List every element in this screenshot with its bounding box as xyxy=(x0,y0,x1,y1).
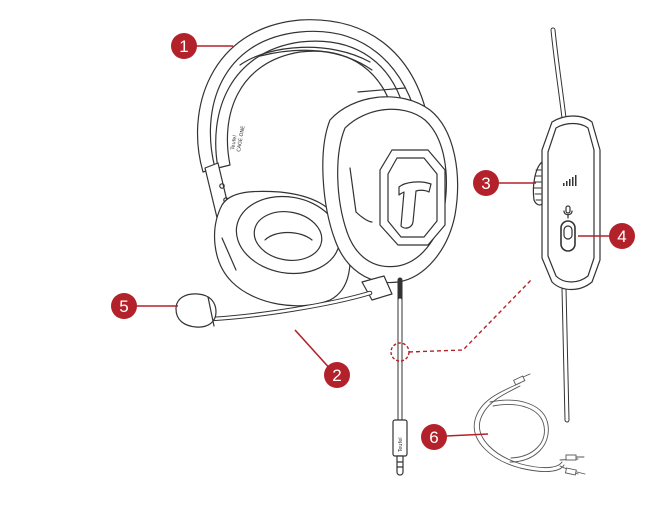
volume-bars-icon xyxy=(563,175,577,186)
callout-4-badge xyxy=(609,223,635,249)
callout-4-number: 4 xyxy=(617,227,626,246)
callout-4: 4 xyxy=(609,223,635,249)
callout-6-badge xyxy=(421,424,447,450)
callout-5: 5 xyxy=(111,293,137,319)
callout-5-badge xyxy=(111,293,137,319)
remote-body xyxy=(541,115,601,291)
callout-lines xyxy=(132,45,610,437)
callout-6: 6 xyxy=(421,424,447,450)
callout-2: 2 xyxy=(324,362,350,388)
splitter-top-connector xyxy=(513,375,526,386)
callout-2-number: 2 xyxy=(332,366,341,385)
headset: Teufel CAGE ONE Teufel xyxy=(175,19,459,476)
callout-1-number: 1 xyxy=(179,37,188,56)
inline-remote xyxy=(532,27,601,423)
microphone-icon xyxy=(563,205,573,219)
cable-detail-indicator xyxy=(390,278,533,362)
headset-model-print: CAGE ONE xyxy=(236,125,246,152)
callout-1-badge xyxy=(171,33,197,59)
microphone-windscreen xyxy=(175,293,217,328)
audio-plug-pin xyxy=(396,455,404,476)
splitter-plug-mic xyxy=(565,454,577,461)
callout-2-badge xyxy=(324,362,350,388)
callout-6-number: 6 xyxy=(429,428,438,447)
cable-detail-leader xyxy=(408,278,533,353)
splitter-plug-audio xyxy=(564,467,577,476)
headset-brand-print: Teufel xyxy=(230,135,239,151)
callout-5-number: 5 xyxy=(119,297,128,316)
connector-brand-print: Teufel xyxy=(398,437,404,453)
teufel-logo xyxy=(398,181,432,229)
callout-3-badge xyxy=(473,170,499,196)
callout-1: 1 xyxy=(171,33,197,59)
callout-3-number: 3 xyxy=(481,174,490,193)
callout-2-leader xyxy=(294,329,334,373)
callout-6-leader xyxy=(445,433,489,437)
splitter-cable xyxy=(473,373,586,476)
callout-3: 3 xyxy=(473,170,499,196)
